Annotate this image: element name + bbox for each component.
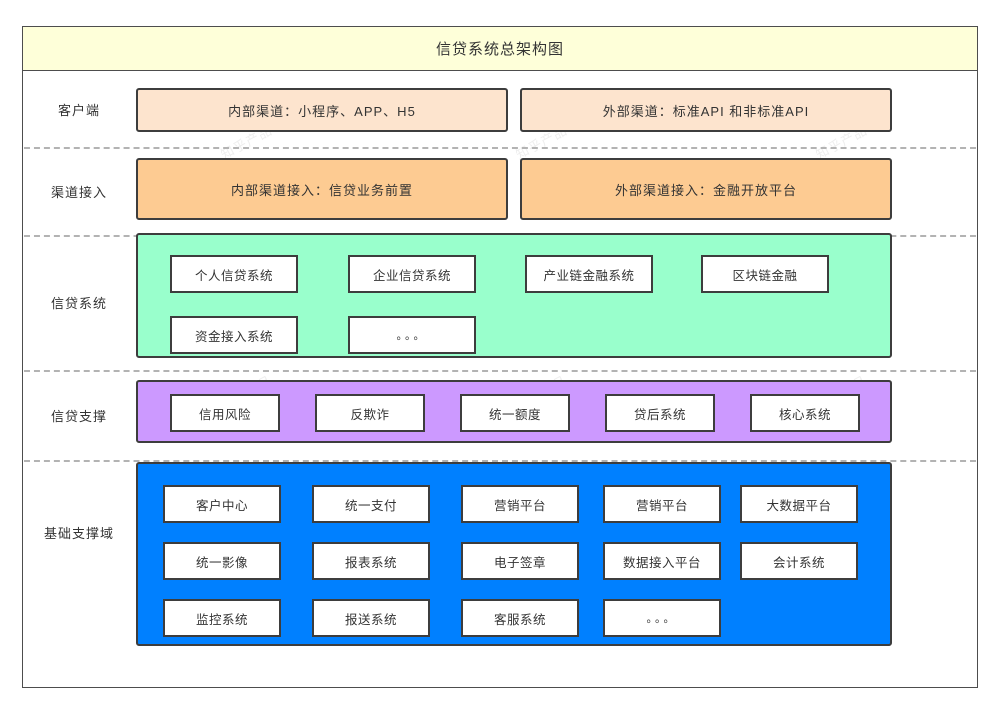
diagram-frame: 信贷系统总架构图 知乎产品 知乎产品 知乎产品 知乎产品 知乎产品 知乎产品 知… bbox=[22, 26, 978, 688]
credit-support-container: 信用风险 反欺诈 统一额度 贷后系统 核心系统 bbox=[136, 380, 892, 443]
node-report-system[interactable]: 报表系统 bbox=[312, 542, 430, 580]
node-enterprise-credit-system[interactable]: 企业信贷系统 bbox=[348, 255, 476, 293]
credit-system-container: 个人信贷系统 企业信贷系统 产业链金融系统 区块链金融 资金接入系统 。。。 bbox=[136, 233, 892, 358]
node-reporting-system[interactable]: 报送系统 bbox=[312, 599, 430, 637]
node-funding-access-system[interactable]: 资金接入系统 bbox=[170, 316, 298, 354]
node-supply-chain-finance-system[interactable]: 产业链金融系统 bbox=[525, 255, 653, 293]
node-anti-fraud[interactable]: 反欺诈 bbox=[315, 394, 425, 432]
node-electronic-seal[interactable]: 电子签章 bbox=[461, 542, 579, 580]
row-label-credit-system: 信贷系统 bbox=[50, 296, 107, 311]
row-label-channel-access: 渠道接入 bbox=[50, 184, 107, 200]
base-support-container: 客户中心 统一支付 营销平台 营销平台 大数据平台 统一影像 报表系统 电子签章… bbox=[136, 462, 892, 646]
node-unified-imaging[interactable]: 统一影像 bbox=[163, 542, 281, 580]
diagram-title-band: 信贷系统总架构图 bbox=[23, 27, 977, 71]
node-credit-risk[interactable]: 信用风险 bbox=[170, 394, 280, 432]
node-base-support-more[interactable]: 。。。 bbox=[603, 599, 721, 637]
channel-external-access-band[interactable]: 外部渠道接入：金融开放平台 bbox=[520, 158, 892, 220]
channel-internal-access-band[interactable]: 内部渠道接入：信贷业务前置 bbox=[136, 158, 508, 220]
channel-external-access-label: 外部渠道接入：金融开放平台 bbox=[614, 182, 797, 198]
client-internal-channel-label: 内部渠道：小程序、APP、H5 bbox=[228, 103, 416, 119]
node-big-data-platform[interactable]: 大数据平台 bbox=[740, 485, 858, 523]
node-customer-center[interactable]: 客户中心 bbox=[163, 485, 281, 523]
node-blockchain-finance[interactable]: 区块链金融 bbox=[701, 255, 829, 293]
row-label-client: 客户端 bbox=[57, 102, 100, 118]
node-customer-service-system[interactable]: 客服系统 bbox=[461, 599, 579, 637]
client-external-channel-label: 外部渠道：标准API 和非标准API bbox=[602, 103, 810, 119]
row-separator-1 bbox=[24, 147, 976, 149]
node-unified-credit-limit[interactable]: 统一额度 bbox=[460, 394, 570, 432]
row-label-base-support: 基础支撑域 bbox=[43, 526, 114, 541]
node-monitoring-system[interactable]: 监控系统 bbox=[163, 599, 281, 637]
client-external-channel-band[interactable]: 外部渠道：标准API 和非标准API bbox=[520, 88, 892, 132]
node-accounting-system[interactable]: 会计系统 bbox=[740, 542, 858, 580]
row-separator-4 bbox=[24, 460, 976, 462]
node-marketing-platform-2[interactable]: 营销平台 bbox=[603, 485, 721, 523]
client-internal-channel-band[interactable]: 内部渠道：小程序、APP、H5 bbox=[136, 88, 508, 132]
node-marketing-platform-1[interactable]: 营销平台 bbox=[461, 485, 579, 523]
channel-internal-access-label: 内部渠道接入：信贷业务前置 bbox=[230, 182, 413, 198]
row-separator-3 bbox=[24, 370, 976, 372]
node-unified-payment[interactable]: 统一支付 bbox=[312, 485, 430, 523]
node-data-access-platform[interactable]: 数据接入平台 bbox=[603, 542, 721, 580]
node-personal-credit-system[interactable]: 个人信贷系统 bbox=[170, 255, 298, 293]
row-label-credit-support: 信贷支撑 bbox=[50, 408, 107, 424]
diagram-title: 信贷系统总架构图 bbox=[435, 41, 564, 58]
node-post-loan-system[interactable]: 贷后系统 bbox=[605, 394, 715, 432]
node-credit-system-more[interactable]: 。。。 bbox=[348, 316, 476, 354]
node-core-system[interactable]: 核心系统 bbox=[750, 394, 860, 432]
